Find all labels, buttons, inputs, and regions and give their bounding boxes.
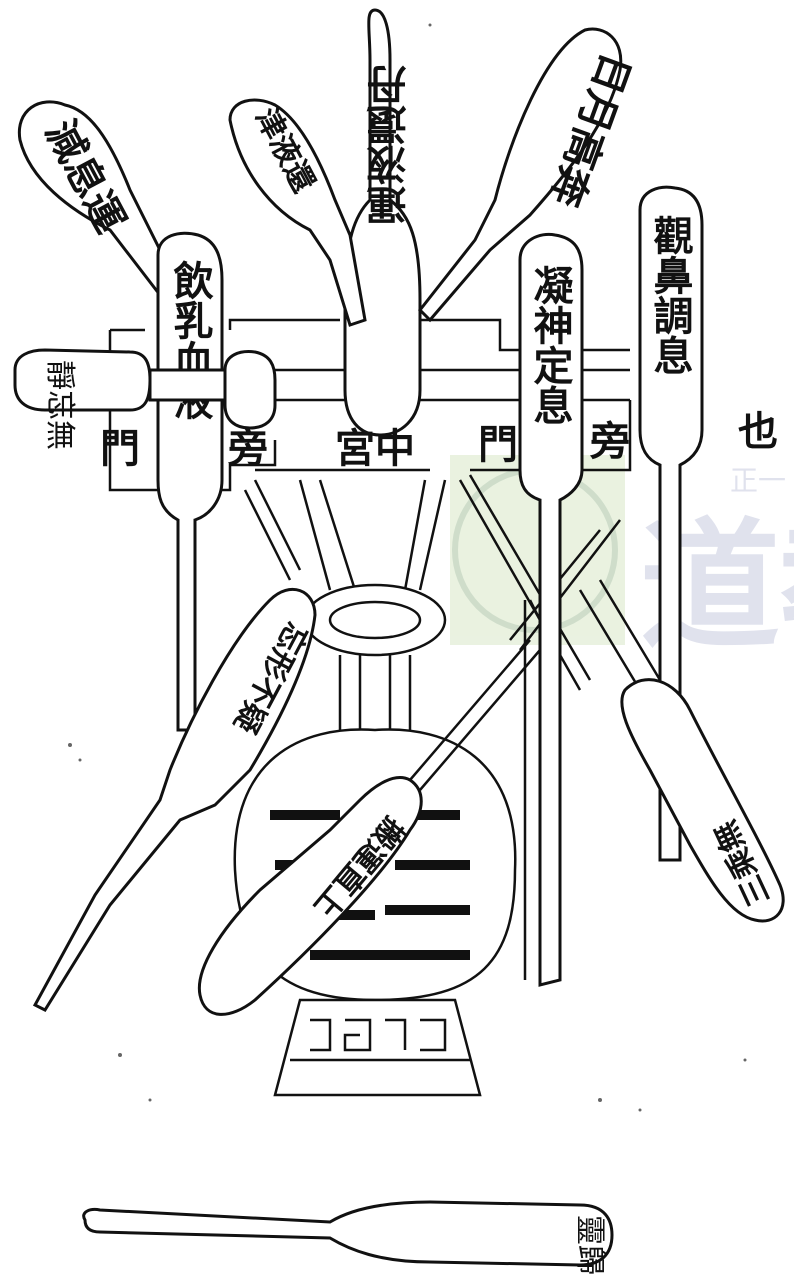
paddle-drink-milk: 飲乳血液 — [156, 231, 224, 732]
paddle-guan-bi: 觀鼻調息 — [638, 185, 704, 862]
watermark-sub: 正一 — [730, 464, 786, 497]
top-rod — [343, 8, 422, 437]
label-bottom: 靈歸飲往 — [572, 1215, 607, 1274]
paddle-jin-ye: 津液還 — [228, 98, 367, 327]
paddle-lower-left: 忘形不疑 — [32, 587, 317, 1012]
paddle-ning-shen: 凝神定息 — [518, 232, 584, 987]
noise-speckles — [68, 23, 747, 1112]
paddle-small-left — [223, 350, 277, 430]
label-jing-wang: 靜忘無 — [42, 360, 77, 450]
label-pang-left: 旁 — [227, 425, 268, 472]
label-guan-bi: 觀鼻調息 — [647, 215, 694, 375]
label-circulate-dan: 運液還丹 — [367, 65, 414, 225]
label-pang-right: 旁 — [589, 418, 630, 465]
paddle-bottom: 靈歸飲往 — [82, 1200, 614, 1274]
label-men-right: 門 — [478, 421, 518, 468]
pedestal-pattern — [310, 1018, 447, 1052]
label-ye: 也 — [738, 408, 778, 455]
paddle-sun-moon: 日月高奔 — [417, 27, 640, 323]
paddle-lower-right: 三乘無 — [578, 579, 785, 923]
label-men-left: 門 — [100, 425, 140, 472]
label-ning-shen: 凝神定息 — [527, 265, 574, 425]
label-gong-zhong: 宮中 — [335, 425, 415, 472]
watermark: 道教 正一 — [450, 455, 794, 669]
